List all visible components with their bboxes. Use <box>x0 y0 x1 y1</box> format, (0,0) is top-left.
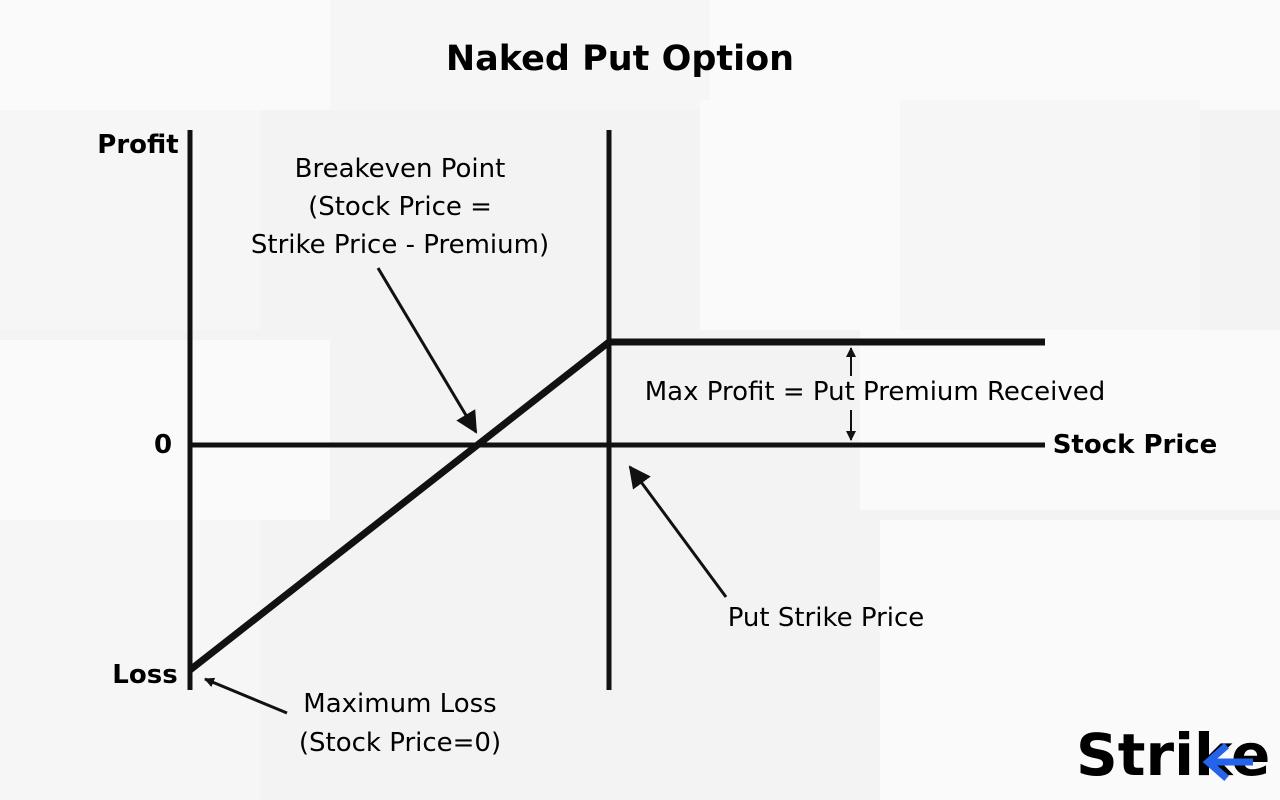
diagram-title: Naked Put Option <box>446 39 794 79</box>
breakeven-arrow <box>376 267 478 434</box>
breakeven-label-line2: (Stock Price = <box>308 192 492 222</box>
max-loss-label-line1: Maximum Loss <box>303 689 496 719</box>
breakeven-label-line1: Breakeven Point <box>295 154 506 184</box>
zero-label: 0 <box>154 430 172 460</box>
max-profit-label: Max Profit = Put Premium Received <box>645 377 1106 407</box>
strike-label: Put Strike Price <box>728 603 925 633</box>
loss-label: Loss <box>112 660 177 690</box>
strike-arrow <box>628 465 728 598</box>
breakeven-label-line3: Strike Price - Premium) <box>251 230 549 260</box>
logo-arrow-icon <box>1202 743 1229 781</box>
logo-text: Strike <box>1076 721 1270 789</box>
strike-logo: Strike <box>1076 721 1270 789</box>
profit-label: Profit <box>97 130 178 160</box>
max-loss-label-line2: (Stock Price=0) <box>299 728 501 758</box>
payoff-line <box>187 338 1045 673</box>
stock-price-label: Stock Price <box>1053 430 1218 460</box>
max-loss-arrow <box>204 677 288 715</box>
